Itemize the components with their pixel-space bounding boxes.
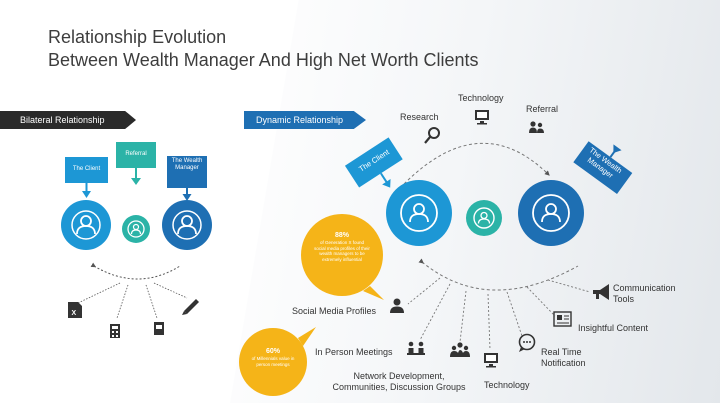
dynamic-relationship-tag: Dynamic Relationship (244, 111, 366, 129)
content-icon (553, 311, 572, 327)
technology-top-label: Technology (458, 93, 504, 103)
left-referral-circle (122, 215, 150, 243)
title-line-2: Between Wealth Manager And High Net Wort… (48, 50, 479, 70)
stat-millennials-value: 60% (265, 348, 280, 355)
monitor-icon (475, 110, 489, 125)
right-referral-circle (466, 200, 502, 236)
network-icon (450, 342, 470, 357)
communication-label: Communication Tools (613, 283, 676, 304)
title-line-1: Relationship Evolution (48, 27, 227, 47)
bilateral-relationship-tag: Bilateral Relationship (0, 111, 136, 129)
people-icon (529, 121, 544, 133)
insightful-label: Insightful Content (578, 323, 649, 333)
stat-gen-x-value: 88% (334, 232, 349, 239)
left-client-label: The Client (72, 166, 101, 172)
stat-bubble-gen-x (301, 214, 384, 300)
book-icon (154, 322, 164, 335)
left-referral-label: Referral (125, 151, 147, 157)
background-panel (230, 0, 720, 403)
social-media-label: Social Media Profiles (292, 306, 377, 316)
right-client-circle (386, 180, 452, 246)
technology-icon (484, 353, 498, 368)
left-referral-box (116, 142, 156, 185)
document-icon: X (68, 302, 82, 318)
megaphone-icon (593, 284, 609, 300)
meeting-icon (407, 341, 425, 355)
svg-text:X: X (72, 310, 77, 317)
network-label: Network Development, Communities, Discus… (332, 371, 466, 392)
calculator-icon (110, 324, 120, 338)
technology-bottom-label: Technology (484, 380, 530, 390)
left-client-box (65, 157, 108, 198)
pen-icon (182, 299, 199, 315)
left-manager-label: The Wealth Manager (171, 158, 203, 171)
left-manager-box (167, 156, 207, 201)
right-manager-box (573, 141, 633, 194)
page-title: Relationship Evolution Between Wealth Ma… (48, 26, 479, 72)
right-client-box (344, 137, 403, 188)
stat-millennials-desc: of Millennials value in person meetings (251, 356, 295, 367)
left-client-circle (61, 200, 111, 250)
stat-bubble-millennials (239, 327, 316, 396)
left-manager-circle (162, 200, 212, 250)
research-label: Research (400, 112, 439, 122)
right-manager-circle (518, 180, 584, 246)
stat-millennials-text: 60% of Millennials value in person meeti… (251, 347, 295, 367)
chat-icon (518, 333, 536, 352)
real-time-label: Real Time Notification (541, 347, 586, 368)
stat-gen-x-desc: of Generation X found social media profi… (314, 240, 370, 262)
social-media-icon (390, 298, 404, 313)
referral-top-label: Referral (526, 104, 559, 114)
stat-gen-x-text: 88% of Generation X found social media p… (314, 231, 370, 262)
in-person-label: In Person Meetings (315, 347, 393, 357)
research-icon (424, 127, 440, 144)
